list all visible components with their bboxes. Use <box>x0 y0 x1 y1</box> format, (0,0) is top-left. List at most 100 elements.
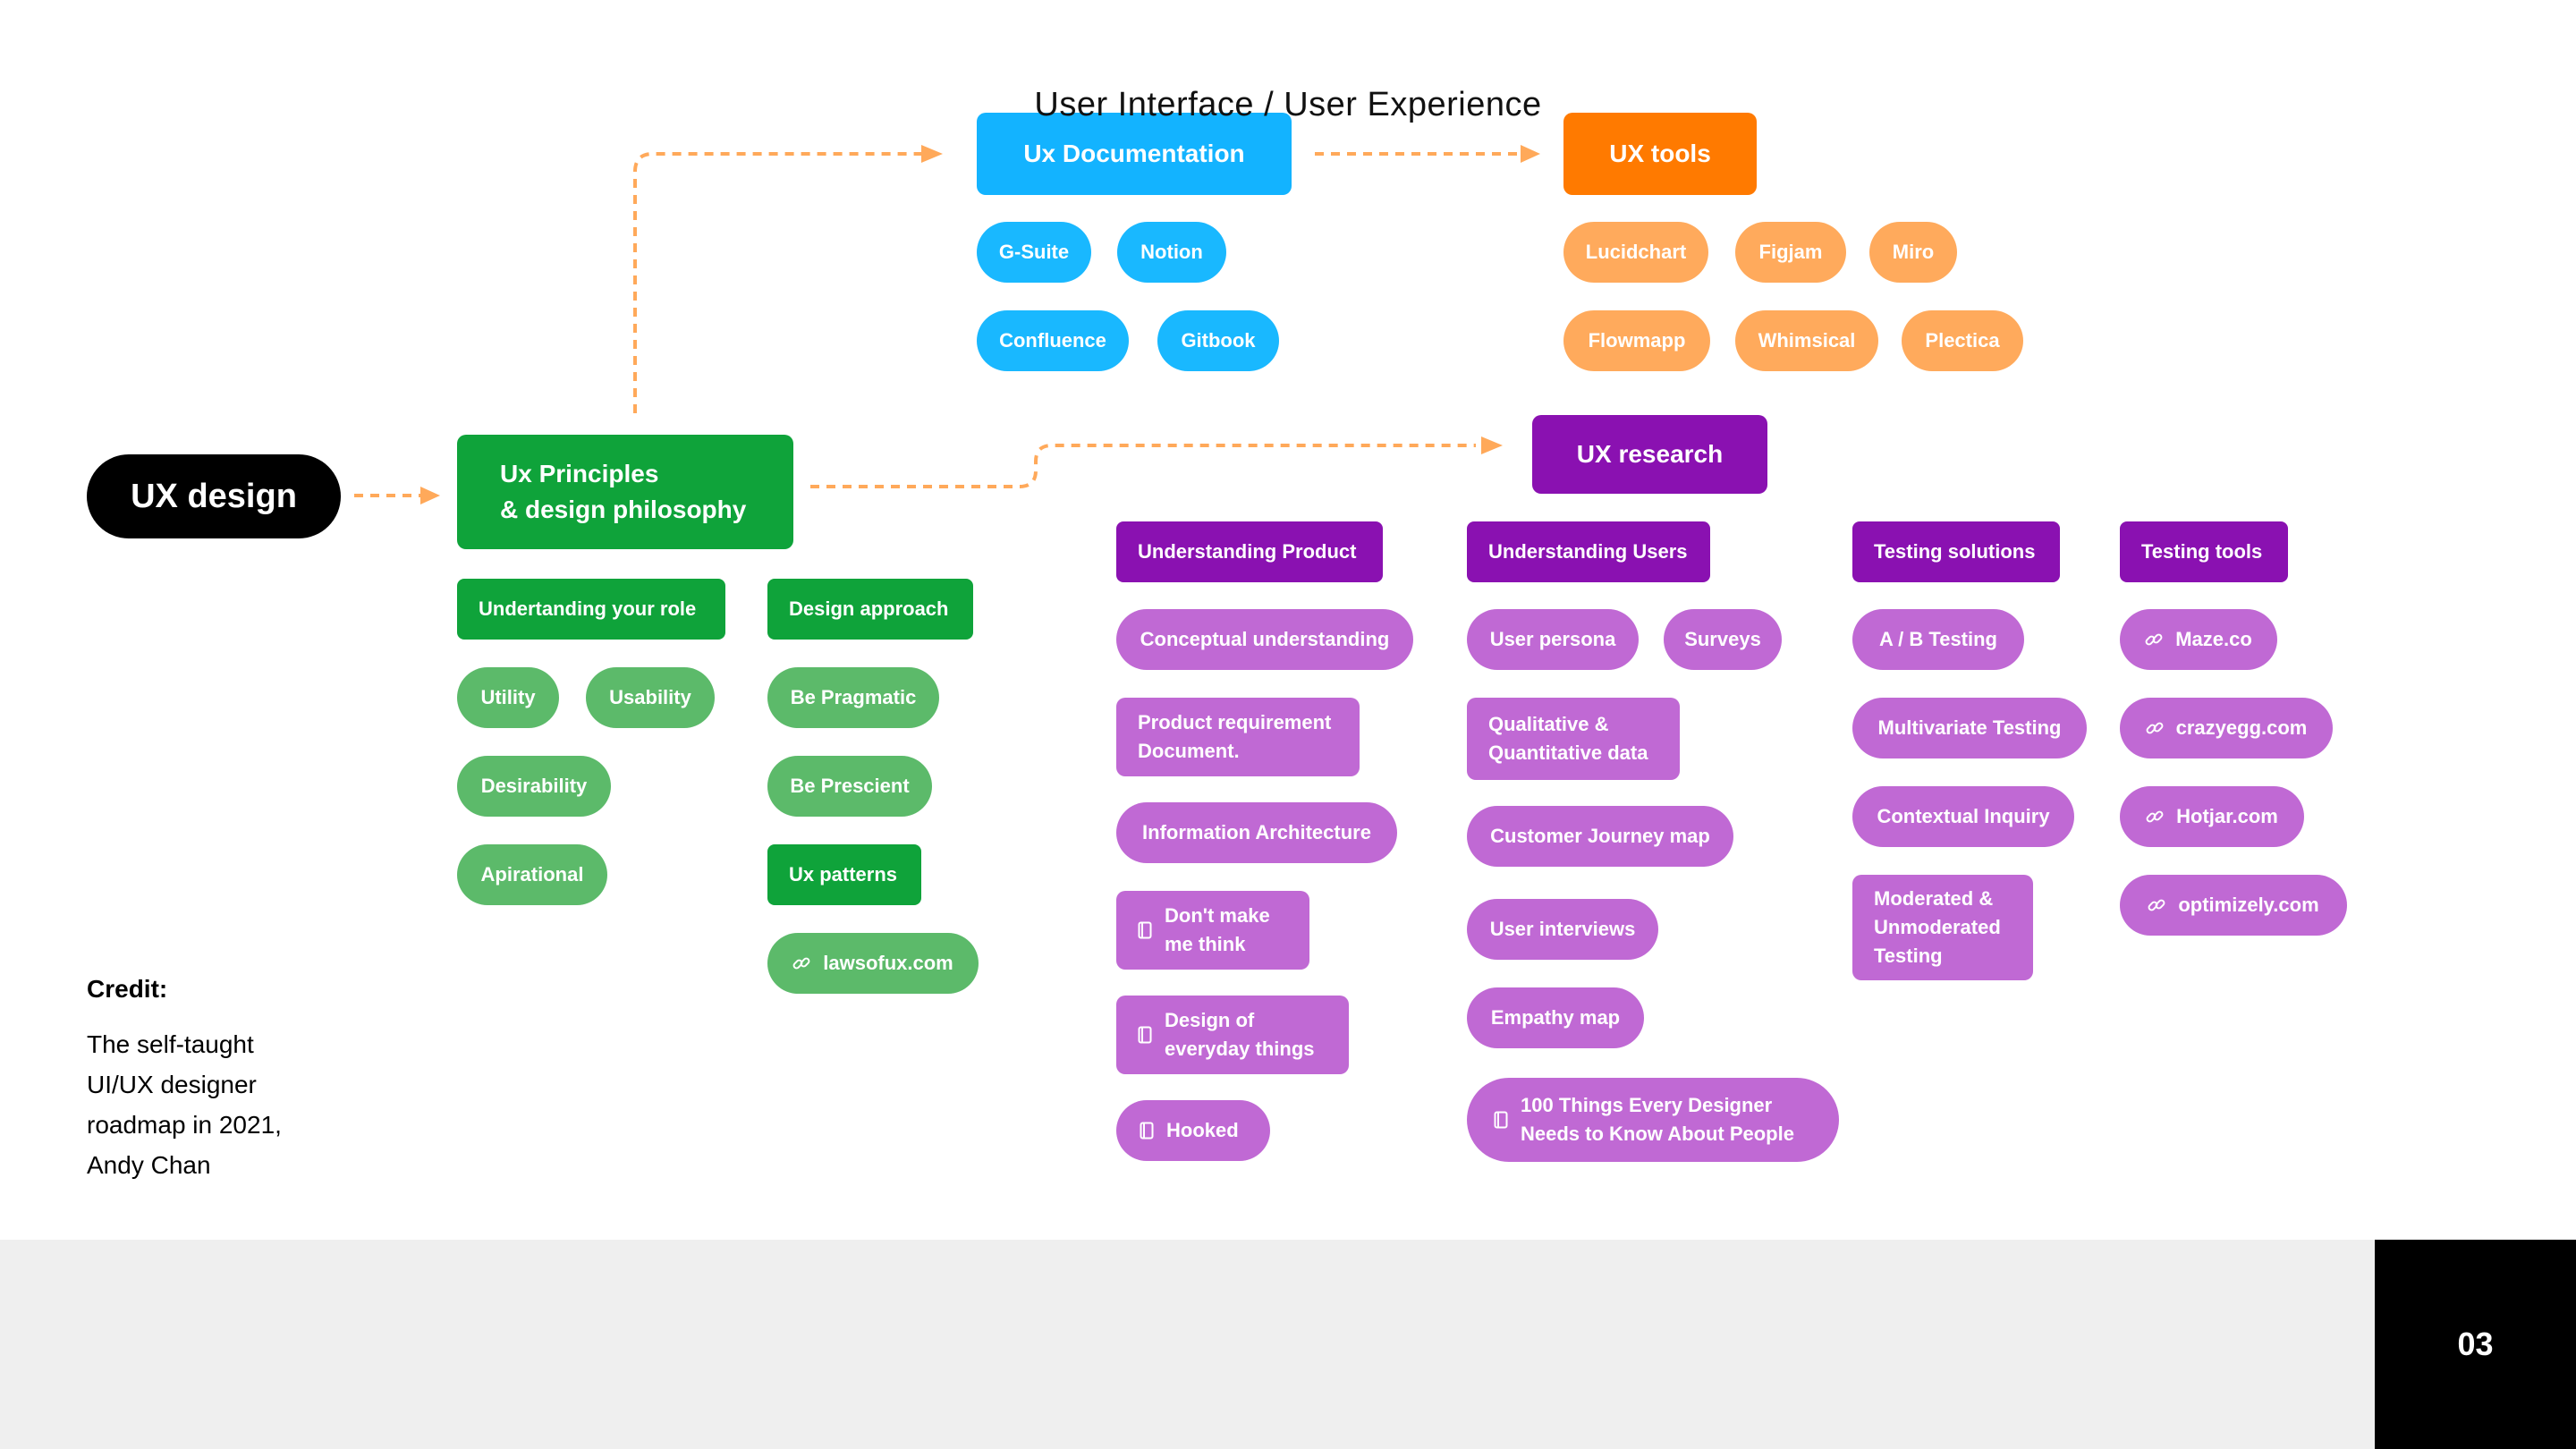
principles-header: Ux Principles & design philosophy <box>457 435 793 549</box>
tool-lucidchart[interactable]: Lucidchart <box>1563 222 1708 283</box>
be-pragmatic-label: Be Pragmatic <box>790 686 917 708</box>
credit-title: Credit: <box>87 975 168 1003</box>
lawsofux-link[interactable]: lawsofux.com <box>767 933 979 994</box>
user-interviews-pill[interactable]: User interviews <box>1467 899 1658 960</box>
user-persona-label: User persona <box>1489 628 1616 650</box>
testing-tool-link-label: crazyegg.com <box>2175 716 2308 739</box>
user-persona-pill[interactable]: User persona <box>1467 609 1639 670</box>
prd-box[interactable]: Product requirement Document. <box>1116 698 1360 776</box>
documentation-title: Ux Documentation <box>1023 140 1245 167</box>
arrowhead-principles <box>420 487 440 504</box>
book-title-line2: me think <box>1165 933 1246 955</box>
ab-testing-pill[interactable]: A / B Testing <box>1852 609 2024 670</box>
desirability-label: Desirability <box>480 775 588 797</box>
tool-miro[interactable]: Miro <box>1869 222 1957 283</box>
testing-solutions-header: Testing solutions <box>1852 521 2060 582</box>
utility-label: Utility <box>480 686 536 708</box>
doc-item-label: G-Suite <box>998 241 1070 263</box>
tool-label: Lucidchart <box>1585 241 1687 263</box>
role-header-label: Undertanding your role <box>479 597 697 620</box>
book-icon <box>1138 1026 1152 1044</box>
book-title: Design of everyday things <box>1165 1006 1315 1063</box>
root-label: UX design <box>131 477 297 515</box>
crazyegg-link[interactable]: crazyegg.com <box>2120 698 2333 758</box>
empathy-map-label: Empathy map <box>1490 1006 1621 1029</box>
lawsofux-label: lawsofux.com <box>823 952 953 974</box>
understanding-users-label: Understanding Users <box>1488 540 1688 563</box>
be-prescient-pill[interactable]: Be Prescient <box>767 756 932 817</box>
book-100-things[interactable]: 100 Things Every Designer Needs to Know … <box>1467 1078 1839 1162</box>
credit-line: The self-taught <box>87 1030 254 1058</box>
moderated-testing-box[interactable]: Moderated & Unmoderated Testing <box>1852 875 2033 980</box>
hotjar-link[interactable]: Hotjar.com <box>2120 786 2304 847</box>
qualitative-quantitative-box[interactable]: Qualitative & Quantitative data <box>1467 698 1680 780</box>
book-dont-make-me-think[interactable]: Don't make me think <box>1116 891 1309 970</box>
customer-journey-map-pill[interactable]: Customer Journey map <box>1467 806 1733 867</box>
credit-line: roadmap in 2021, <box>87 1111 282 1139</box>
link-icon <box>2146 722 2164 734</box>
book-title-line1: Don't make <box>1165 904 1270 927</box>
maze-link[interactable]: Maze.co <box>2120 609 2277 670</box>
user-interviews-label: User interviews <box>1489 918 1636 940</box>
book-title-line1: Design of <box>1165 1009 1255 1031</box>
tool-label: Flowmapp <box>1588 329 1686 352</box>
link-icon <box>2148 899 2165 911</box>
book-icon <box>1138 921 1152 939</box>
principles-title-line2: & design philosophy <box>500 496 747 523</box>
credit-line: UI/UX designer <box>87 1071 257 1098</box>
doc-item-label: Gitbook <box>1181 329 1256 352</box>
qual-line1: Qualitative & <box>1488 713 1609 735</box>
contextual-inquiry-label: Contextual Inquiry <box>1877 805 2050 827</box>
book-icon <box>1494 1111 1508 1129</box>
understanding-product-label: Understanding Product <box>1138 540 1357 563</box>
book-title: Hooked <box>1166 1119 1239 1141</box>
moderated-line1: Moderated & <box>1874 887 1994 910</box>
utility-pill[interactable]: Utility <box>457 667 559 728</box>
doc-item-gitbook[interactable]: Gitbook <box>1157 310 1279 371</box>
ux-patterns-label: Ux patterns <box>789 863 898 886</box>
tool-flowmapp[interactable]: Flowmapp <box>1563 310 1710 371</box>
contextual-inquiry-pill[interactable]: Contextual Inquiry <box>1852 786 2074 847</box>
multivariate-testing-pill[interactable]: Multivariate Testing <box>1852 698 2087 758</box>
page-number: 03 <box>2375 1240 2576 1449</box>
book-title: Don't make me think <box>1165 902 1270 959</box>
tool-plectica[interactable]: Plectica <box>1902 310 2023 371</box>
book-title-line2: Needs to Know About People <box>1521 1123 1794 1145</box>
optimizely-link[interactable]: optimizely.com <box>2120 875 2347 936</box>
understanding-product-header: Understanding Product <box>1116 521 1383 582</box>
usability-pill[interactable]: Usability <box>586 667 715 728</box>
tool-label: Plectica <box>1925 329 2000 352</box>
root-node: UX design <box>87 454 341 538</box>
conceptual-understanding-pill[interactable]: Conceptual understanding <box>1116 609 1413 670</box>
tool-whimsical[interactable]: Whimsical <box>1735 310 1878 371</box>
desirability-pill[interactable]: Desirability <box>457 756 611 817</box>
doc-item-notion[interactable]: Notion <box>1117 222 1226 283</box>
arrowhead-research <box>1481 436 1503 454</box>
multivariate-testing-label: Multivariate Testing <box>1877 716 2062 739</box>
book-icon <box>1140 1122 1154 1140</box>
information-architecture-pill[interactable]: Information Architecture <box>1116 802 1397 863</box>
usability-label: Usability <box>609 686 691 708</box>
be-pragmatic-pill[interactable]: Be Pragmatic <box>767 667 939 728</box>
doc-item-gsuite[interactable]: G-Suite <box>977 222 1091 283</box>
principles-title-line1: Ux Principles <box>500 460 659 487</box>
doc-item-confluence[interactable]: Confluence <box>977 310 1129 371</box>
be-prescient-label: Be Prescient <box>790 775 910 797</box>
book-design-of-everyday-things[interactable]: Design of everyday things <box>1116 996 1349 1074</box>
empathy-map-pill[interactable]: Empathy map <box>1467 987 1644 1048</box>
surveys-pill[interactable]: Surveys <box>1664 609 1782 670</box>
book-hooked[interactable]: Hooked <box>1116 1100 1270 1161</box>
link-icon <box>2146 810 2164 823</box>
apirational-pill[interactable]: Apirational <box>457 844 607 905</box>
connector-principles-to-documentation <box>633 152 921 413</box>
testing-tools-label: Testing tools <box>2141 540 2263 563</box>
tool-figjam[interactable]: Figjam <box>1735 222 1846 283</box>
testing-tool-link-label: Hotjar.com <box>2176 805 2278 827</box>
link-icon <box>2145 633 2163 646</box>
ab-testing-label: A / B Testing <box>1879 628 1997 650</box>
footer-bar <box>0 1240 2375 1449</box>
book-title: 100 Things Every Designer Needs to Know … <box>1521 1091 1794 1148</box>
documentation-header: Ux Documentation <box>977 113 1292 195</box>
credit-line: Andy Chan <box>87 1151 211 1179</box>
